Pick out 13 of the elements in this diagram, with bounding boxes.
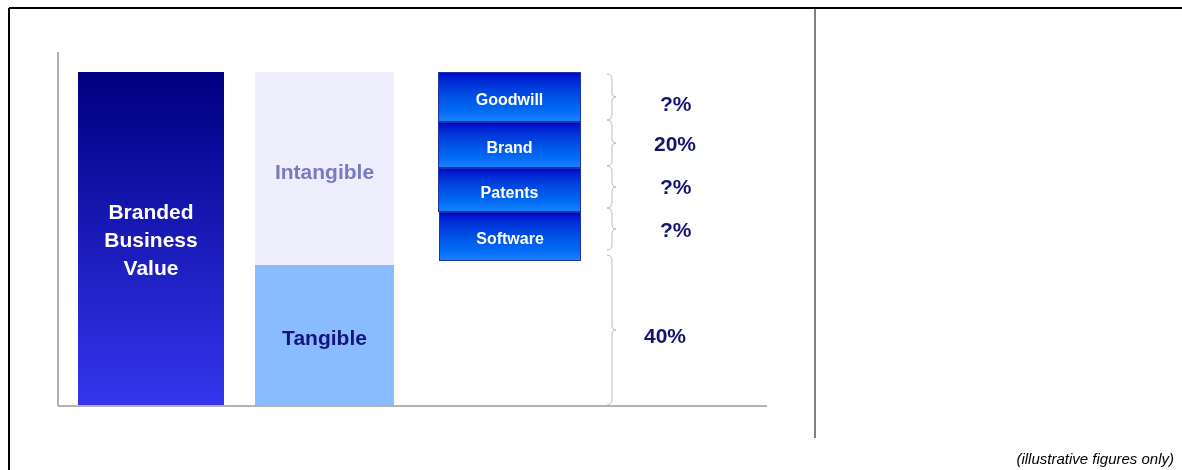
patents-segment: Patents (438, 168, 581, 212)
tangible-segment: Tangible (255, 265, 394, 405)
source-note: (illustrative figures only) (1015, 449, 1174, 469)
percentage-label: ?% (660, 91, 692, 117)
percentage-label: ?% (660, 217, 692, 243)
intangible-segment: Intangible (255, 72, 394, 265)
percentage-label: 40% (644, 323, 687, 349)
goodwill-segment: Goodwill (438, 72, 581, 122)
total-value-bar: Branded Business Value (78, 72, 224, 405)
brand-segment: Brand (438, 122, 581, 168)
percentage-label: 20% (654, 131, 697, 157)
software-segment: Software (439, 212, 581, 261)
percentage-label: ?% (660, 174, 692, 200)
